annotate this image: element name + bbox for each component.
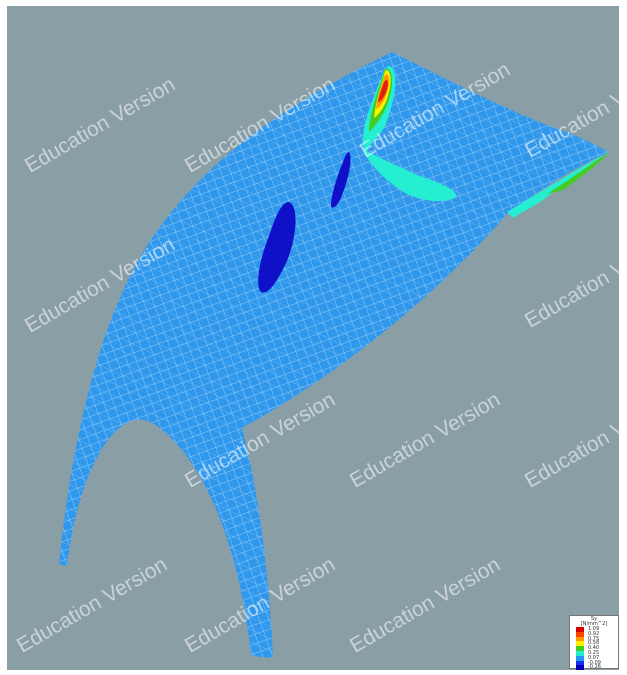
legend-row: 0.58 [570, 640, 618, 647]
legend-value: 0.58 [588, 640, 600, 647]
edge-stress-band [507, 152, 609, 218]
legend-title-units: [N/mm^2] [580, 621, 608, 627]
legend-row: 0.75 [570, 635, 618, 642]
stress-zone-red [378, 80, 388, 102]
legend-value: 0.07 [588, 654, 600, 661]
legend-swatch [576, 636, 584, 642]
legend-value: -0.26 [588, 664, 601, 670]
low-stress-zone-large [258, 202, 296, 293]
legend-row: 1.09 [570, 627, 618, 632]
legend-value: 0.75 [588, 635, 600, 642]
low-stress-zone-small [331, 152, 351, 208]
legend-swatch [576, 641, 584, 647]
legend-row: -0.09 [570, 659, 618, 666]
legend-swatch [576, 650, 584, 656]
legend-row: 0.07 [570, 654, 618, 661]
legend-value: 1.09 [588, 626, 600, 632]
fe-shell-model-view[interactable] [7, 6, 619, 670]
legend-value: 0.25 [588, 649, 600, 656]
legend-row: 0.25 [570, 651, 618, 656]
shell-surface [59, 52, 609, 658]
legend-row: 0.40 [570, 646, 618, 651]
legend-row: 0.92 [570, 630, 618, 637]
legend-title: Sy [N/mm^2] [570, 617, 618, 627]
legend-swatch [576, 655, 584, 661]
legend-swatch [576, 660, 584, 666]
legend-swatch [576, 631, 584, 637]
legend-swatch [576, 665, 584, 670]
legend-value: 0.92 [588, 630, 600, 637]
legend-row: -0.26 [570, 665, 618, 670]
legend-swatch [576, 646, 584, 651]
legend-value: 0.40 [588, 645, 600, 652]
fe-viewport-frame: Education Version Education Version Educ… [7, 6, 619, 670]
legend-title-quantity: Sy [590, 616, 598, 622]
legend-swatch [576, 627, 584, 632]
legend-value: -0.09 [588, 659, 601, 666]
